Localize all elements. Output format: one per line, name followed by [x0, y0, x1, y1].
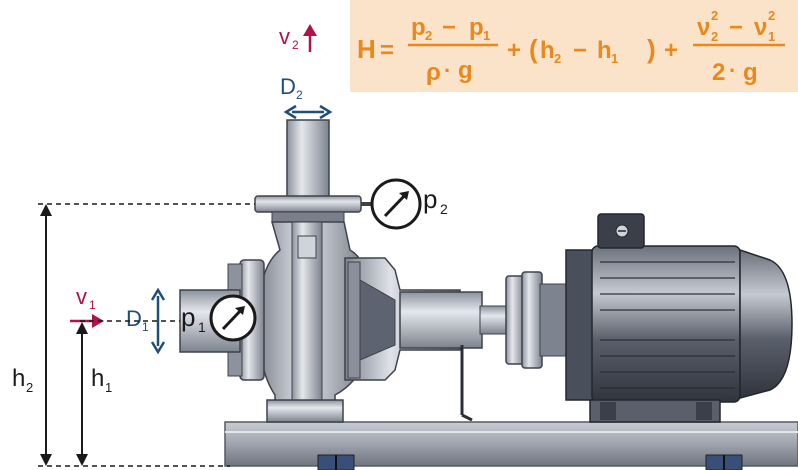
formula-height-term: ( h 2 − h 1 ) [529, 34, 656, 66]
svg-text:h: h [597, 37, 612, 64]
svg-text:−: − [573, 37, 587, 64]
svg-text:D: D [280, 74, 296, 99]
shaft-coupling [479, 271, 571, 369]
svg-text:2: 2 [712, 59, 725, 86]
discharge-pipe [254, 119, 362, 223]
svg-text:2: 2 [425, 28, 432, 43]
svg-text:−: − [442, 14, 456, 41]
velocity-arrow-icon [303, 24, 317, 52]
svg-text:1: 1 [611, 51, 618, 66]
svg-text:ν: ν [754, 14, 767, 41]
svg-text:p: p [411, 14, 426, 41]
svg-text:ρ: ρ [426, 59, 441, 86]
svg-text:p: p [469, 14, 484, 41]
svg-text:h: h [12, 365, 25, 392]
diameter-arrow-icon [150, 287, 166, 355]
svg-text:·: · [729, 58, 736, 83]
svg-text:2: 2 [554, 51, 561, 66]
formula-lhs: H [357, 34, 376, 64]
svg-text:1: 1 [198, 319, 206, 335]
label-D2: D 2 [280, 74, 303, 102]
label-v2: v 2 [279, 24, 299, 52]
svg-text:v: v [76, 284, 87, 309]
svg-text:1: 1 [768, 29, 775, 44]
formula-plus-2: + [664, 37, 678, 64]
svg-text:2: 2 [292, 38, 299, 52]
svg-text:2: 2 [768, 8, 775, 23]
svg-text:1: 1 [483, 28, 490, 43]
svg-text:v: v [279, 24, 290, 49]
svg-text:p: p [181, 302, 195, 332]
svg-text:2: 2 [711, 29, 718, 44]
formula-fraction-pressure: p 2 − p 1 ρ · g [408, 14, 498, 86]
svg-text:2: 2 [440, 201, 448, 217]
svg-text:): ) [647, 34, 656, 64]
formula-fraction-velocity: ν 2 2 − ν 2 1 2 · g [693, 8, 785, 86]
svg-text:g: g [458, 57, 473, 84]
svg-text:1: 1 [89, 298, 96, 312]
svg-text:ν: ν [697, 14, 710, 41]
svg-text:·: · [444, 58, 451, 83]
svg-text:p: p [423, 184, 437, 214]
formula-equals: = [380, 37, 394, 64]
svg-text:1: 1 [105, 380, 112, 395]
svg-text:h: h [540, 37, 555, 64]
svg-text:(: ( [529, 34, 538, 64]
svg-text:g: g [743, 59, 758, 86]
bearing-bracket [344, 257, 483, 422]
svg-text:h: h [91, 365, 104, 392]
label-D1: D 1 [126, 306, 149, 334]
base-rail [224, 421, 798, 470]
svg-text:D: D [126, 306, 142, 331]
pressure-gauge-icon [209, 294, 257, 342]
label-h1: h 1 [91, 365, 112, 395]
electric-motor [565, 213, 793, 423]
svg-text:2: 2 [296, 88, 303, 102]
label-v1: v 1 [76, 284, 96, 312]
svg-text:2: 2 [26, 380, 33, 395]
label-h2: h 2 [12, 365, 33, 395]
pressure-gauge-icon [361, 178, 422, 230]
svg-text:2: 2 [711, 8, 718, 23]
label-p1: p 1 [181, 302, 206, 335]
diameter-arrow-icon [283, 104, 333, 120]
formula-plus-1: + [507, 37, 521, 64]
label-p2: p 2 [423, 184, 448, 217]
svg-text:1: 1 [142, 320, 149, 334]
height-dimension-icon [38, 203, 255, 467]
svg-text:−: − [729, 14, 743, 41]
